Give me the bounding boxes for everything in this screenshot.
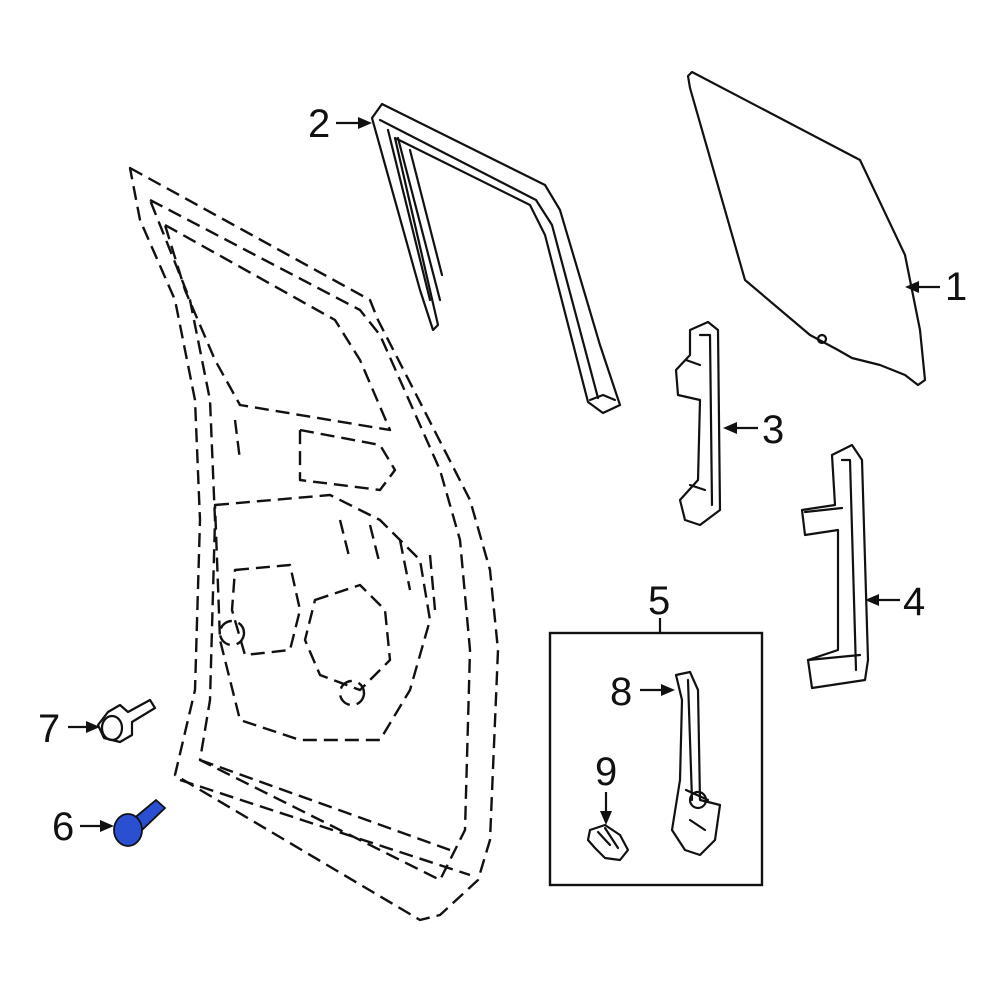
callout-8: 8: [610, 670, 632, 714]
part-5-assembly-box: [548, 631, 764, 887]
callout-2: 2: [308, 102, 330, 146]
part-8-regulator: [670, 670, 722, 857]
part-4-guide: [800, 443, 870, 690]
callout-7: 7: [38, 707, 60, 751]
part-2-run-channel: [370, 102, 622, 415]
callout-1: 1: [945, 265, 967, 309]
part-9-motor: [586, 823, 630, 862]
leader-lines: [68, 117, 940, 832]
callout-3: 3: [762, 408, 784, 452]
part-3-guide: [674, 320, 722, 527]
callout-5: 5: [648, 579, 670, 623]
callout-4: 4: [903, 580, 925, 624]
callout-6: 6: [52, 805, 74, 849]
part-1-glass: [686, 70, 927, 387]
part-6-bolt: [113, 798, 167, 847]
callout-9: 9: [595, 750, 617, 794]
part-7-stud: [96, 698, 157, 744]
door-shell: [128, 166, 500, 922]
